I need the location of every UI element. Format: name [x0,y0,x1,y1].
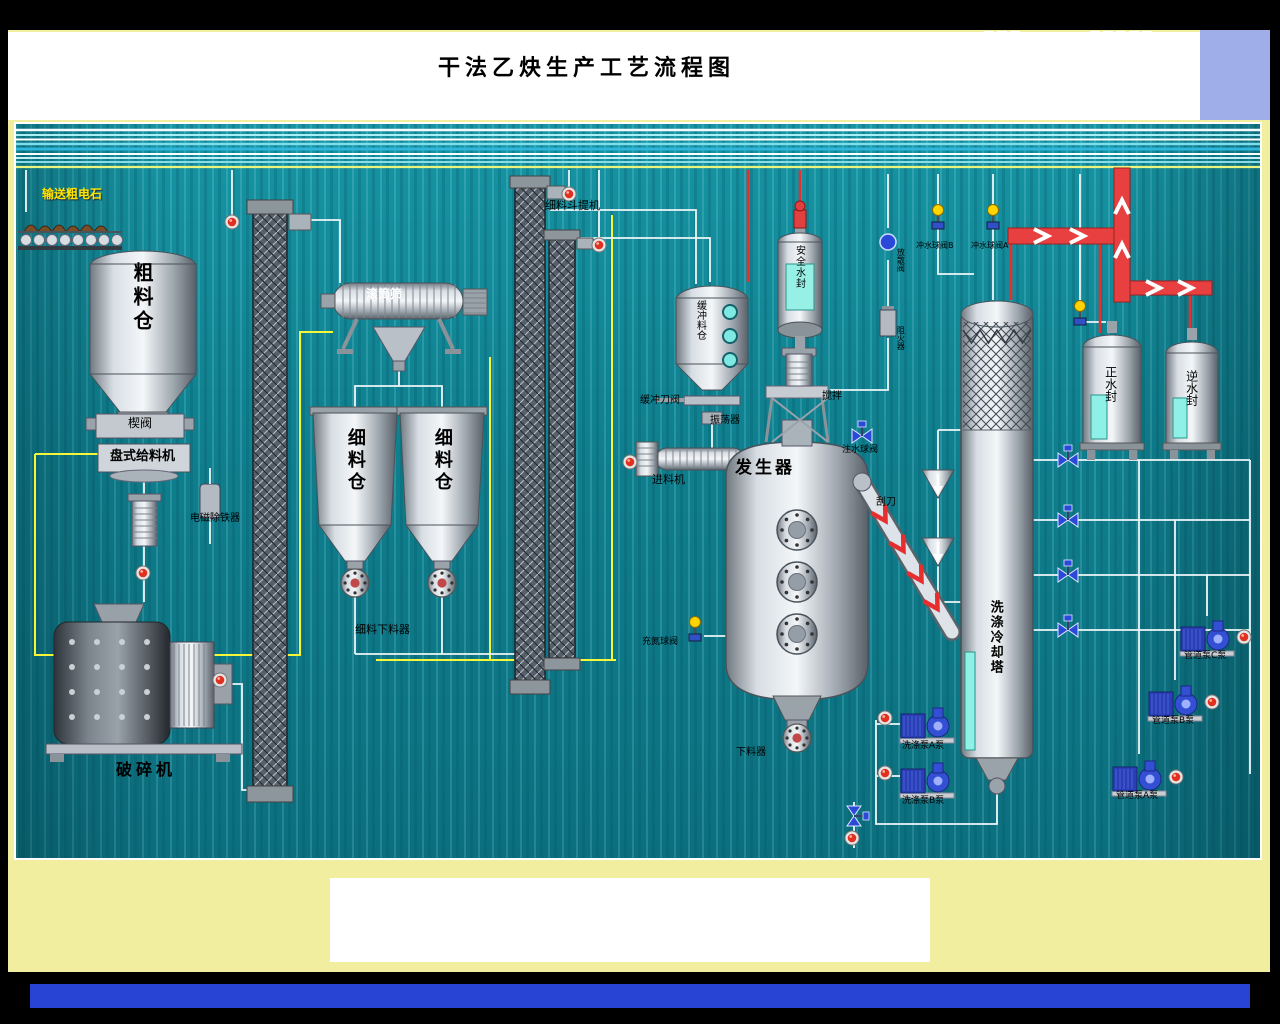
status-light[interactable] [224,214,240,230]
flame-arrester-device[interactable] [879,306,897,337]
crusher[interactable] [45,603,243,762]
corner-block [1200,30,1270,120]
safety-water-seal[interactable] [777,200,823,350]
cyclone-separators[interactable] [921,469,955,568]
window-button[interactable] [984,31,994,40]
status-lights [135,186,1252,846]
pipe-pump-c[interactable] [1179,620,1235,657]
gate-valve-4[interactable] [1057,614,1079,638]
screw-feeder[interactable] [635,441,753,477]
fine-discharger-left[interactable] [340,568,370,598]
nitrogen-ball-valve[interactable] [687,615,703,643]
vent-device[interactable] [879,233,897,251]
window-button[interactable] [1090,31,1100,40]
bucket-elevator-2b[interactable] [543,229,594,671]
wash-pump-a[interactable] [899,707,955,744]
pipe-pump-b[interactable] [1147,685,1203,722]
reverse-water-seal[interactable] [1162,328,1222,459]
fine-silo-right[interactable] [396,406,488,570]
drain-valve[interactable] [846,805,870,827]
bucket-elevator-2[interactable] [509,175,566,695]
status-light[interactable] [877,765,893,781]
status-light[interactable] [1168,769,1184,785]
scraper-conveyor[interactable] [852,472,961,641]
status-light[interactable] [877,710,893,726]
gate-valve-3[interactable] [1057,559,1079,583]
wedge-valve[interactable] [85,413,195,439]
pipe-pump-a[interactable] [1111,760,1167,797]
title-bar [8,32,1200,120]
gate-valve-1[interactable] [1057,444,1079,468]
coarse-silo[interactable] [88,250,198,419]
window-button[interactable] [1142,31,1152,40]
fine-discharger-right[interactable] [427,568,457,598]
footer-bar [30,984,1250,1008]
seal-inlet-valve[interactable] [1072,299,1088,327]
disc-feeder[interactable] [97,443,191,547]
app-frame [8,30,1270,972]
pipe-bundle [16,128,1260,169]
status-light[interactable] [561,186,577,202]
gate-valve-2[interactable] [1057,504,1079,528]
status-light[interactable] [212,672,228,688]
acetylene-main-pipes [1007,167,1213,303]
water-ball-valve[interactable] [851,420,873,444]
status-light[interactable] [844,830,860,846]
conveyor[interactable] [18,224,123,250]
bucket-elevator-1[interactable] [246,199,312,803]
wash-pump-b[interactable] [899,762,955,799]
washing-tower[interactable] [960,300,1034,795]
drum-screen[interactable] [320,282,488,372]
status-light[interactable] [1236,629,1252,645]
positive-water-seal[interactable] [1079,321,1145,460]
window-button[interactable] [997,31,1007,40]
status-light[interactable] [591,237,607,253]
flush-valve-b[interactable] [930,203,946,231]
status-light[interactable] [1204,694,1220,710]
window-button[interactable] [1129,31,1139,40]
window-button[interactable] [1010,31,1020,40]
status-light[interactable] [135,565,151,581]
fine-silo-left[interactable] [309,406,401,570]
bottom-panel [330,878,930,962]
page-title: 干法乙炔生产工艺流程图 [438,56,736,81]
flush-valve-a[interactable] [985,203,1001,231]
buffer-silo[interactable] [656,285,750,425]
window-button[interactable] [1116,31,1126,40]
magnetic-separator[interactable] [199,468,221,519]
process-diagram [16,128,1260,848]
main-canvas [14,122,1262,860]
window-button[interactable] [1103,31,1113,40]
generator[interactable] [725,347,869,753]
status-light[interactable] [622,454,638,470]
